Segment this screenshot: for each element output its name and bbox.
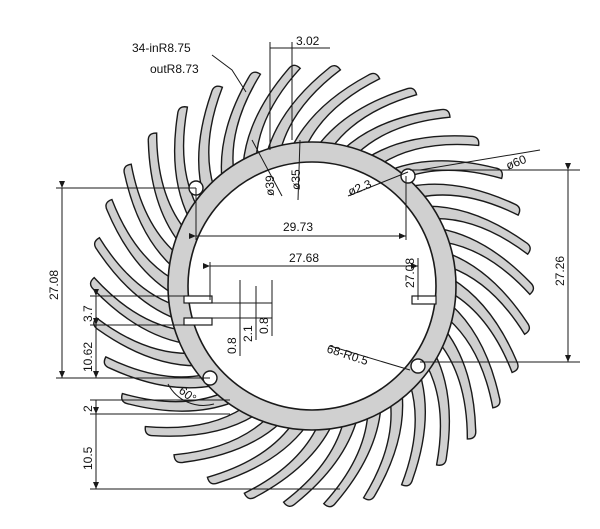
dim-2-label: 2 — [81, 405, 95, 412]
inner-slot-lower — [183, 317, 213, 326]
height-inner-label: 27.08 — [403, 258, 417, 288]
mount-hole-bottom-right — [410, 358, 426, 374]
fin — [426, 351, 451, 466]
height-left-label: 27.08 — [47, 270, 61, 300]
fin — [425, 205, 531, 256]
fin — [366, 135, 480, 165]
width-upper-label: 29.73 — [283, 220, 313, 234]
inner-slot-right — [411, 295, 437, 305]
fin-spec-label-2: outR8.73 — [150, 62, 199, 76]
fin — [197, 85, 224, 199]
top-width-label: 3.02 — [296, 34, 320, 48]
dim-0-8a-label: 0.8 — [225, 337, 239, 354]
fin — [173, 417, 283, 464]
fin — [89, 276, 186, 345]
fin — [316, 87, 418, 149]
fin — [290, 72, 381, 149]
fin — [341, 108, 451, 155]
dim-3-7-label: 3.7 — [81, 305, 95, 322]
fin — [400, 373, 427, 487]
heat-sink-body — [89, 64, 535, 508]
fin-spec-label-1: 34-inR8.75 — [132, 41, 191, 55]
dim-10-5-label: 10.5 — [81, 446, 95, 470]
fin-array — [89, 64, 535, 508]
dim-0-8b-label: 0.8 — [257, 317, 271, 334]
fin — [144, 407, 258, 437]
fin — [123, 163, 177, 269]
fin — [322, 406, 382, 508]
fin — [438, 227, 535, 296]
fin — [265, 65, 342, 155]
fin — [362, 391, 404, 501]
fin — [438, 328, 477, 440]
dia-39-label: ø39 — [263, 175, 277, 196]
fin — [282, 417, 359, 507]
fin — [242, 64, 302, 166]
fin — [93, 236, 177, 320]
fin — [451, 277, 519, 374]
fin — [220, 71, 262, 181]
fin — [447, 303, 501, 409]
dim-2-1-label: 2.1 — [241, 325, 255, 342]
fin — [103, 355, 215, 389]
fin — [147, 132, 186, 244]
center-bore — [187, 161, 437, 411]
dia-35-label: ø35 — [289, 169, 303, 190]
annotations: 34-inR8.75 outR8.73 3.02 ø39 ø35 ø2.3 ø6… — [47, 34, 567, 470]
fin — [206, 423, 308, 485]
fin — [409, 183, 521, 217]
height-right-label: 27.26 — [553, 256, 567, 286]
width-lower-label: 27.68 — [289, 251, 319, 265]
fin — [105, 198, 173, 295]
dimension-lines — [56, 42, 580, 490]
inner-slot-upper — [183, 295, 213, 304]
dim-10-62-label: 10.62 — [81, 342, 95, 372]
fin — [447, 252, 531, 336]
mount-hole-top-right — [400, 168, 416, 184]
fin — [243, 423, 334, 500]
fin — [173, 106, 198, 221]
